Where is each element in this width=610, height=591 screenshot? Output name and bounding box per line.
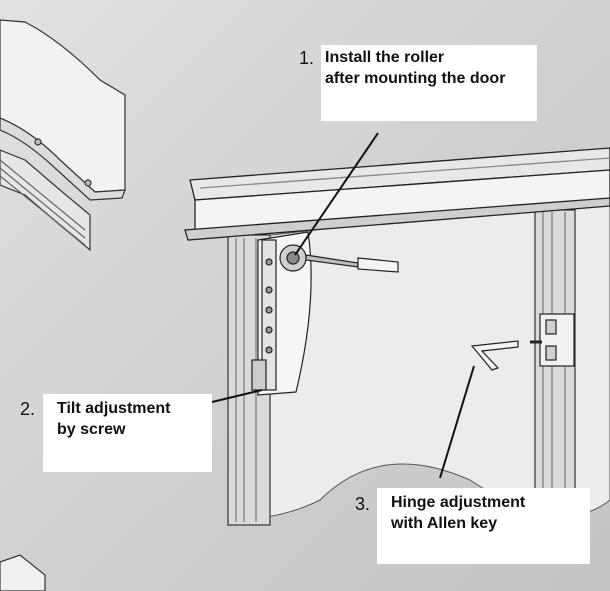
callout-2-number: 2. (20, 399, 36, 419)
screwdriver (305, 254, 399, 273)
leader-lines (211, 132, 475, 479)
callout-2-box: Tilt adjustment by screw (43, 394, 212, 472)
callout-3-box: Hinge adjustment with Allen key (377, 488, 590, 564)
callout-1-line1: Install the roller (325, 49, 445, 66)
rail-detail-top-left (0, 19, 126, 252)
callout-3-line1: Hinge adjustment (391, 494, 526, 511)
top-track-rail (184, 147, 610, 241)
callout-1-number: 1. (299, 48, 315, 68)
leader-line-tilt (211, 389, 263, 403)
callout-1-box: Install the roller after mounting the do… (321, 45, 537, 121)
callout-3-number: 3. (355, 494, 371, 514)
hinge-bracket (530, 313, 575, 367)
callout-1-line2: after mounting the door (325, 70, 506, 87)
callout-2-line2: by screw (57, 421, 126, 438)
allen-key (470, 340, 519, 371)
leader-line-roller (294, 132, 379, 256)
leader-line-hinge (439, 365, 475, 479)
roller-bracket (251, 231, 312, 396)
callout-2-line1: Tilt adjustment (57, 400, 171, 417)
callout-3-line2: with Allen key (391, 515, 498, 532)
rail-detail-bottom-left (0, 554, 46, 591)
